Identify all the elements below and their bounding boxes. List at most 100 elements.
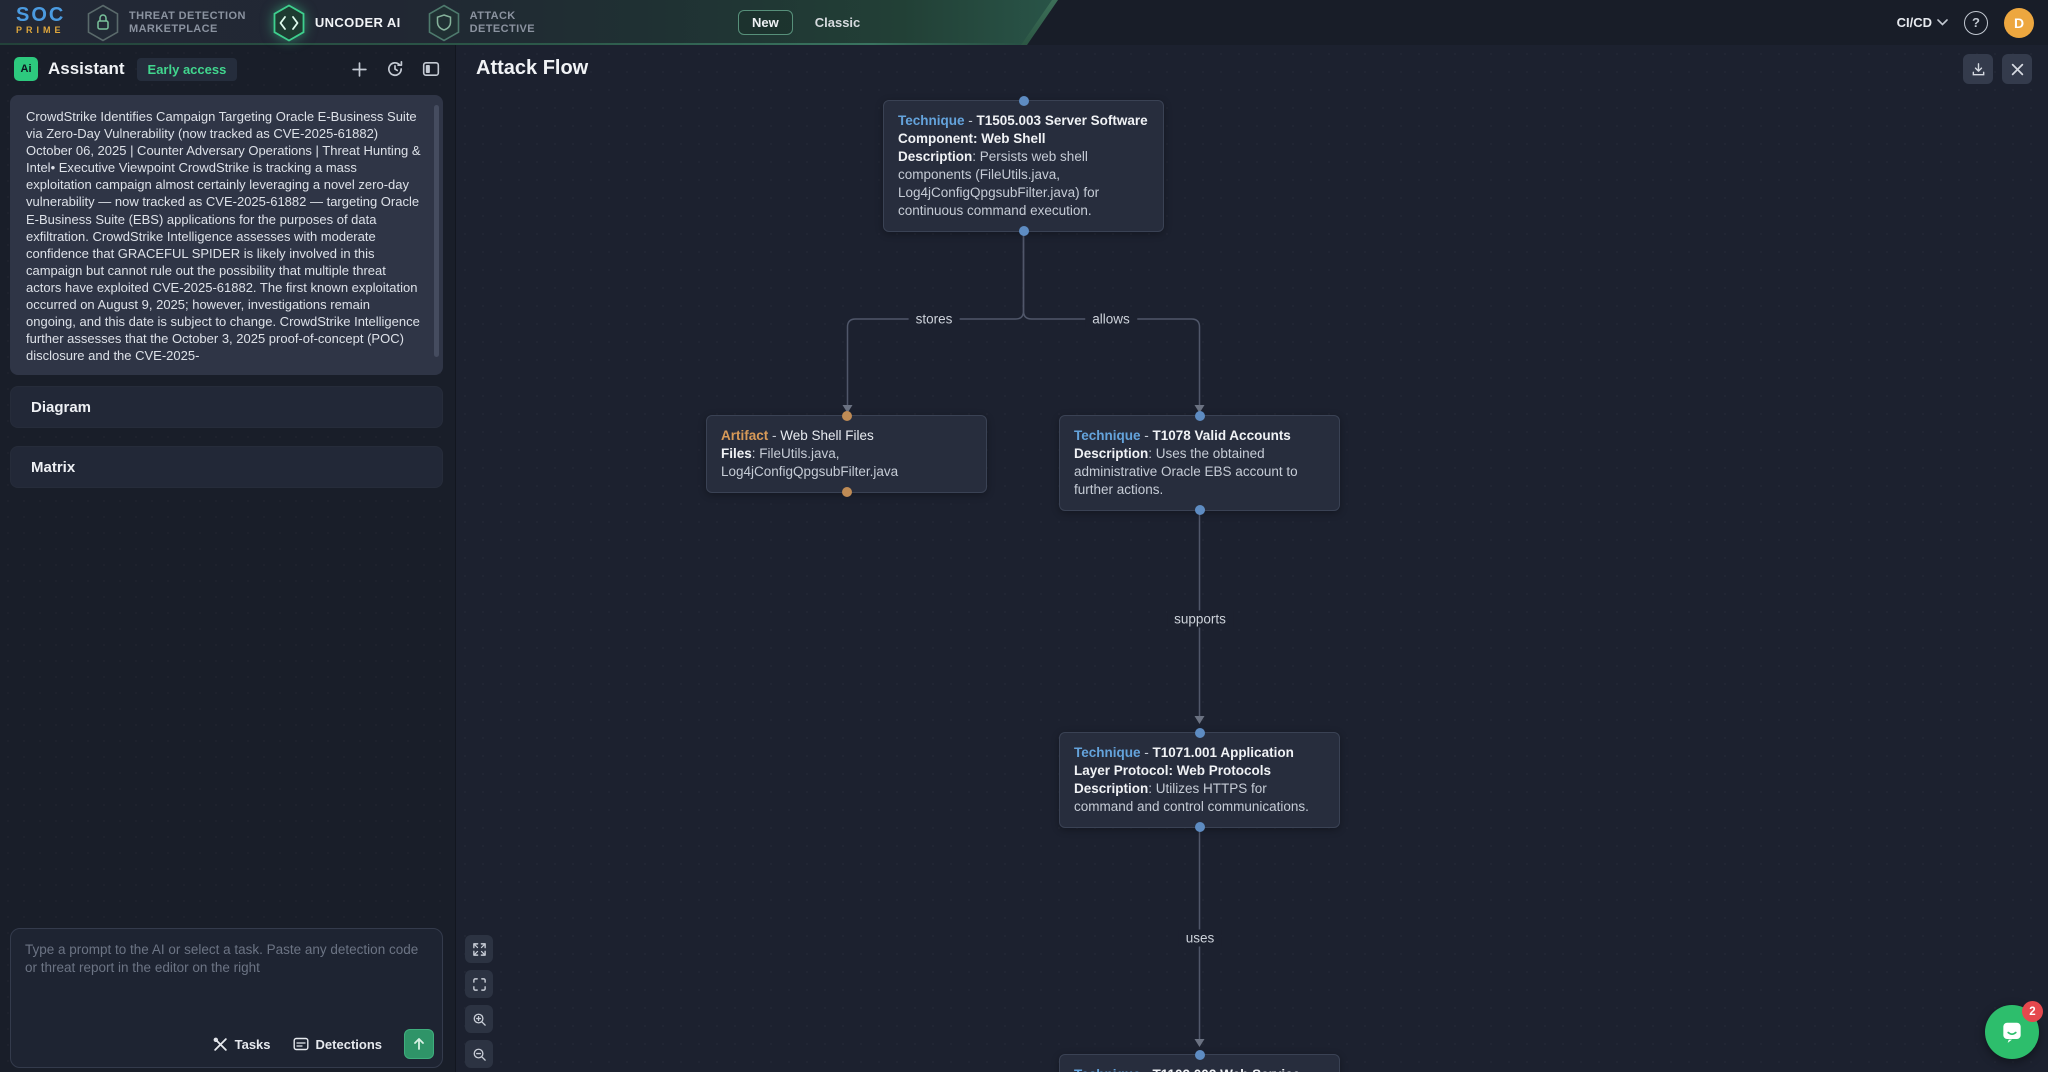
product-nav: THREAT DETECTION MARKETPLACE UNCODER AI … [86,0,535,45]
soc-prime-logo[interactable]: SOC PRIME [16,5,136,36]
attack-flow-panel: Attack Flow [455,45,2048,1072]
edge-label-allows: allows [1085,310,1137,328]
node-title: T1071.001 Application Layer Protocol: We… [1074,745,1294,778]
flow-edges [842,229,1205,1047]
node-body-text: Utilizes HTTPS for command and control c… [1074,781,1309,814]
matrix-card-label: Matrix [31,458,76,476]
tasks-button[interactable]: Tasks [213,1037,271,1052]
close-flow-button[interactable] [2002,54,2032,84]
matrix-card[interactable]: Matrix [10,446,443,488]
nav-threat-detection-marketplace[interactable]: THREAT DETECTION MARKETPLACE [86,4,246,42]
diagram-card[interactable]: Diagram [10,386,443,428]
separator: - [1140,428,1153,443]
node-type-label: Technique [1074,745,1141,760]
chevron-down-icon [1937,19,1948,26]
detections-icon [293,1037,309,1051]
prompt-footer: Tasks Detections [213,1029,434,1059]
new-chat-button[interactable] [349,59,369,79]
node-title: T1078 Valid Accounts [1152,428,1291,443]
canvas-controls [465,935,493,1068]
node-connector-dot [841,487,852,497]
node-body-text: FileUtils.java, Log4jConfigQpgsubFilter.… [721,446,899,479]
fit-view-button[interactable] [465,970,493,998]
chat-bubble-icon [2003,1022,2021,1043]
attack-detective-hexagon-icon [428,4,459,41]
separator: : [1148,781,1156,796]
expand-icon [472,942,486,956]
flow-node-artifact-web-shell-files[interactable]: Artifact - Web Shell Files Files: FileUt… [706,411,987,497]
user-avatar[interactable]: D [2004,7,2034,38]
nav-attack-detective[interactable]: ATTACK DETECTIVE [427,4,535,42]
arrow-up-icon [414,1038,424,1050]
prompt-input[interactable] [11,929,442,1021]
nav-label: THREAT DETECTION MARKETPLACE [129,9,246,35]
node-connector-dot [1194,505,1205,515]
fullscreen-button[interactable] [465,935,493,963]
chat-unread-badge: 2 [2022,1001,2043,1022]
cicd-dropdown[interactable]: CI/CD [1897,15,1948,30]
history-button[interactable] [385,59,405,79]
node-body-label: Description [898,149,973,164]
node-body-label: Files [721,446,752,461]
uncoder-ai-hexagon-icon [273,3,305,42]
panel-actions [1963,54,2032,84]
download-icon [1972,62,1984,75]
separator: : [751,446,760,461]
logo-text-prime: PRIME [16,25,65,35]
zoom-out-button[interactable] [465,1040,493,1068]
assistant-sidebar: Ai Assistant Early access [0,45,455,1072]
node-connector-dot [1194,1050,1205,1060]
tools-icon [213,1037,227,1051]
message-scrollbar[interactable] [434,105,439,357]
collapse-panel-button[interactable] [421,59,441,79]
detections-button[interactable]: Detections [293,1037,382,1052]
node-body-label: Description [1074,781,1149,796]
nav-uncoder-ai[interactable]: UNCODER AI [272,3,401,42]
nav-label: ATTACK DETECTIVE [469,9,536,35]
node-type-label: Technique [1074,428,1141,443]
zoom-in-button[interactable] [465,1005,493,1033]
node-connector-dot [1194,728,1205,738]
separator: : [972,149,980,164]
classic-version-button[interactable]: Classic [814,15,861,30]
attack-flow-title: Attack Flow [476,57,589,79]
cicd-label: CI/CD [1896,15,1932,30]
node-title: T1505.003 Server Software Component: Web… [898,113,1148,146]
version-toggle: New Classic [738,0,860,45]
help-button[interactable]: ? [1964,10,1988,35]
assistant-title: Assistant [48,59,125,78]
node-connector-dot [1018,226,1029,236]
topbar-gradient-band [0,0,1057,45]
threat-report-message[interactable]: CrowdStrike Identifies Campaign Targetin… [10,95,443,375]
support-chat-button[interactable]: 2 [1985,1001,2043,1059]
close-icon [2011,63,2023,75]
detections-label: Detections [315,1036,382,1052]
flow-node-t1078[interactable]: Technique - T1078 Valid Accounts Descrip… [1059,411,1340,515]
node-type-label: Technique [1074,1067,1141,1072]
node-connector-dot [841,411,852,421]
download-flow-button[interactable] [1963,54,1993,84]
new-version-button[interactable]: New [738,10,793,35]
node-title: T1102.002 Web Service: [1153,1067,1305,1072]
topbar-accent-underline [0,43,1026,45]
flow-node-t1505-003[interactable]: Technique - T1505.003 Server Software Co… [883,96,1164,236]
edge-label-uses: uses [1178,929,1222,947]
flow-node-t1102-002[interactable]: Technique - T1102.002 Web Service: [1059,1050,1340,1072]
node-connector-dot [1194,411,1205,421]
nav-label: UNCODER AI [314,15,401,30]
separator: - [768,428,781,443]
node-connector-dot [1018,96,1029,106]
node-type-label: Technique [898,113,965,128]
prompt-area: Tasks Detections [10,928,443,1068]
plus-icon [351,61,367,77]
history-icon [387,60,403,77]
marketplace-hexagon-icon [87,4,119,41]
send-prompt-button[interactable] [404,1029,434,1059]
zoom-in-icon [473,1013,486,1026]
logo-text-soc: SOC [16,4,66,26]
early-access-badge: Early access [136,57,238,81]
node-body-text: Persists web shell components (FileUtils… [898,149,1100,218]
flow-node-t1071-001[interactable]: Technique - T1071.001 Application Layer … [1059,728,1340,832]
separator: - [1141,1067,1153,1072]
